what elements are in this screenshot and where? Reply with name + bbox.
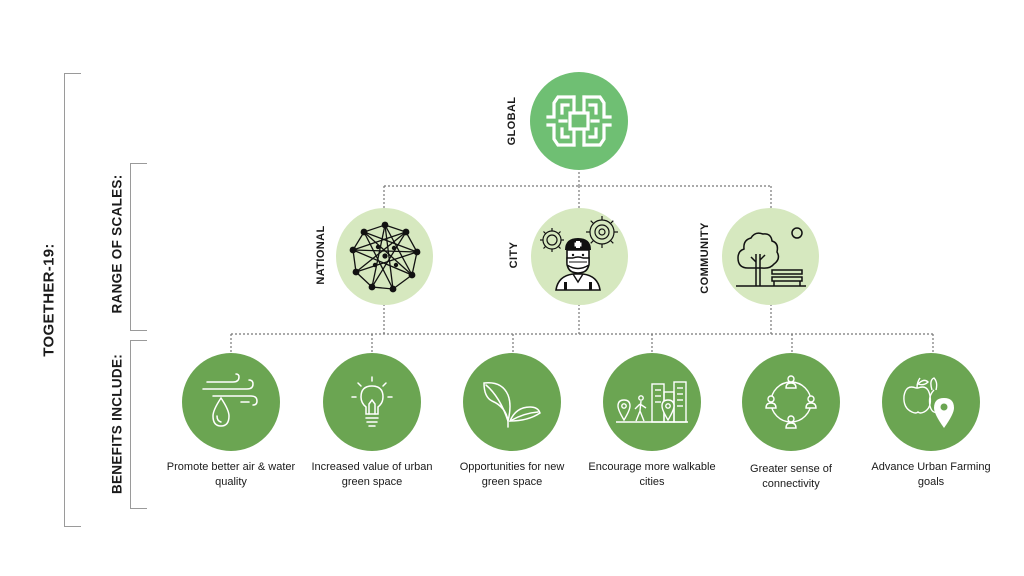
global-label: GLOBAL <box>506 96 518 146</box>
benefit-caption-new-green-space: Opportunities for new green space <box>459 461 565 488</box>
health-worker-icon <box>539 215 618 291</box>
national-network-icon <box>349 221 420 292</box>
global-network-icon <box>546 95 612 147</box>
benefits-bracket <box>130 340 147 509</box>
benefit-circle-air-water <box>182 353 280 451</box>
benefit-circle-connectivity <box>742 353 840 451</box>
together-bracket <box>64 73 81 527</box>
national-label: NATIONAL <box>315 225 327 285</box>
benefit-caption-urban-farming: Advance Urban Farming goals <box>871 461 991 488</box>
range-of-scales-bracket <box>130 163 147 331</box>
benefit-circle-urban-farming <box>882 353 980 451</box>
benefit-circle-urban-green-value <box>323 353 421 451</box>
tree-bench-icon <box>735 226 806 287</box>
leaves-icon <box>483 382 541 428</box>
benefit-caption-air-water: Promote better air & water quality <box>166 461 296 488</box>
benefit-caption-walkable-cities: Encourage more walkable cities <box>588 461 716 488</box>
lightbulb-icon <box>351 376 393 427</box>
benefit-circle-walkable-cities <box>603 353 701 451</box>
fruit-location-icon <box>903 377 954 428</box>
benefit-caption-urban-green-value: Increased value of urban green space <box>311 461 433 488</box>
community-circle <box>722 208 819 305</box>
community-label: COMMUNITY <box>699 222 711 294</box>
city-circle <box>531 208 628 305</box>
global-circle <box>530 72 628 170</box>
walkable-city-icon <box>616 381 688 423</box>
national-circle <box>336 208 433 305</box>
benefit-caption-connectivity: Greater sense of connectivity <box>750 463 832 490</box>
benefit-circle-new-green-space <box>463 353 561 451</box>
city-label: CITY <box>508 241 520 269</box>
connectivity-icon <box>765 375 817 429</box>
wind-water-drop-icon <box>202 373 258 427</box>
